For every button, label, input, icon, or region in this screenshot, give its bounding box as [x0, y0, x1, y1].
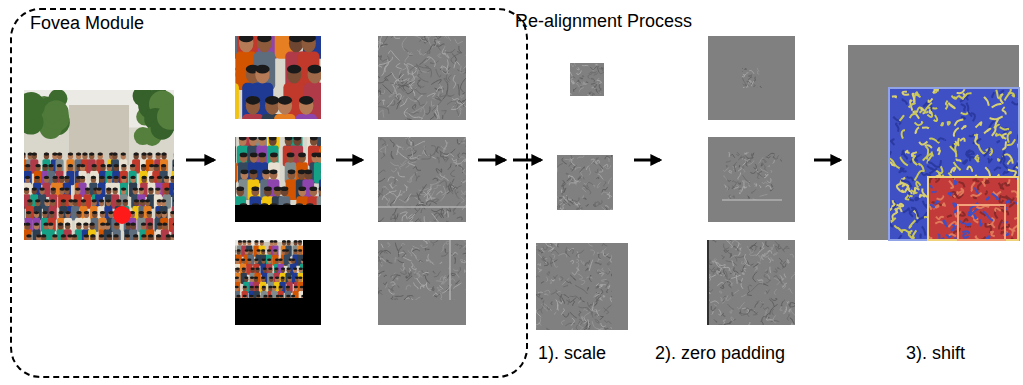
padded-map — [742, 68, 762, 88]
step-label: 1). scale — [538, 343, 606, 364]
flow-arrow — [186, 159, 214, 162]
padded-map — [722, 152, 782, 200]
crop-photo — [235, 36, 321, 119]
feature-map — [378, 240, 466, 325]
feature-map — [378, 137, 466, 222]
region-outline — [958, 205, 1005, 240]
map-pad — [378, 300, 466, 325]
section-title: Re-alignment Process — [515, 11, 692, 32]
fixation-dot — [113, 206, 131, 224]
padded-map — [708, 137, 795, 222]
region-outline — [889, 88, 1019, 240]
crop-photo — [235, 240, 321, 325]
module-title: Fovea Module — [30, 13, 526, 34]
padded-map — [708, 240, 795, 325]
map-edge — [722, 199, 782, 201]
flow-arrow — [336, 159, 362, 162]
aligned-map — [928, 177, 1018, 240]
flow-arrow — [634, 159, 660, 162]
map-edge — [449, 240, 451, 300]
step-label: 3). shift — [906, 343, 965, 364]
scaled-map — [557, 155, 613, 210]
scaled-map — [570, 63, 604, 96]
padding-band — [235, 205, 321, 222]
padding-band — [235, 298, 321, 325]
step-label: 2). zero padding — [655, 343, 785, 364]
feature-map — [378, 36, 466, 120]
crop-photo — [235, 137, 321, 222]
aligned-map — [848, 45, 1019, 240]
padded-map — [708, 36, 795, 120]
flow-arrow — [478, 159, 505, 162]
map-edge — [707, 240, 709, 325]
aligned-map — [889, 88, 1019, 240]
flow-arrow — [814, 159, 840, 162]
dashed-module-box: Fovea Module — [10, 8, 528, 378]
region-outline — [928, 177, 1018, 240]
input-photo — [24, 90, 174, 240]
map-pad — [612, 243, 628, 330]
scaled-map — [536, 243, 628, 330]
map-edge — [378, 206, 466, 208]
